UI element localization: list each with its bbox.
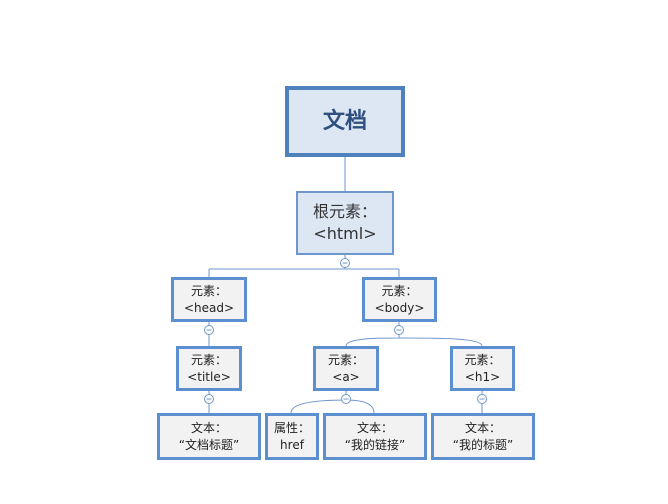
node-href-attribute-value: href (280, 437, 304, 452)
node-h1[interactable]: 元素： <h1> (450, 346, 515, 391)
node-a-text-type: 文本： (356, 421, 393, 436)
node-href-attribute[interactable]: 属性： href (265, 413, 319, 460)
node-a[interactable]: 元素： <a> (313, 346, 379, 391)
connector-a-text (345, 399, 375, 414)
node-html-tag: <html> (313, 224, 377, 243)
connector-a-href (290, 391, 347, 414)
node-a-text-value: “我的链接” (344, 437, 406, 452)
node-a-type: 元素： (327, 353, 364, 368)
connector-body-a (345, 322, 400, 347)
node-head[interactable]: 元素： <head> (171, 277, 247, 322)
node-document[interactable]: 文档 (285, 86, 405, 157)
collapse-minus-icon[interactable] (477, 394, 487, 404)
collapse-minus-icon[interactable] (341, 394, 351, 404)
node-title-text[interactable]: 文本： “文档标题” (157, 413, 261, 460)
node-body-tag: <body> (374, 300, 425, 315)
node-title-text-type: 文本： (190, 421, 227, 436)
node-head-type: 元素： (190, 284, 227, 299)
node-html[interactable]: 根元素： <html> (296, 191, 394, 255)
node-html-type: 根元素： (312, 202, 377, 222)
node-title-type: 元素： (190, 353, 227, 368)
collapse-minus-icon[interactable] (204, 325, 214, 335)
node-h1-tag: <h1> (464, 369, 501, 384)
node-body[interactable]: 元素： <body> (362, 277, 437, 322)
collapse-minus-icon[interactable] (340, 258, 350, 268)
node-a-text[interactable]: 文本： “我的链接” (323, 413, 427, 460)
node-h1-type: 元素： (464, 353, 501, 368)
node-title-text-value: “文档标题” (178, 437, 240, 452)
collapse-minus-icon[interactable] (204, 394, 214, 404)
node-title-tag: <title> (187, 369, 231, 384)
node-h1-text[interactable]: 文本： “我的标题” (431, 413, 535, 460)
node-href-attribute-type: 属性： (273, 421, 310, 436)
node-a-tag: <a> (332, 369, 360, 384)
connector-body-h1 (398, 337, 483, 347)
collapse-minus-icon[interactable] (394, 325, 404, 335)
node-document-label: 文档 (322, 108, 367, 134)
node-head-tag: <head> (183, 300, 235, 315)
node-h1-text-value: “我的标题” (452, 437, 514, 452)
node-h1-text-type: 文本： (464, 421, 501, 436)
node-body-type: 元素： (381, 284, 418, 299)
node-title[interactable]: 元素： <title> (176, 346, 242, 391)
